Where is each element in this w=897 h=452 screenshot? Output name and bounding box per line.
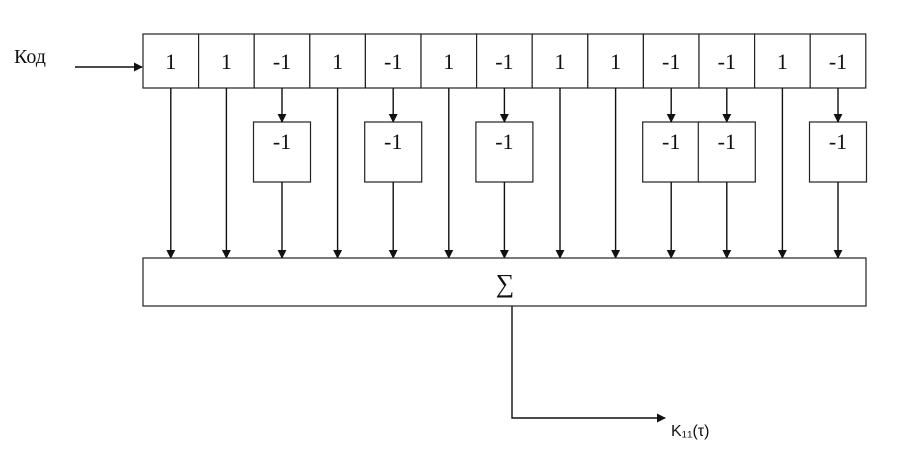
inverter-label: -1	[718, 129, 736, 154]
code-cell-value: -1	[718, 49, 736, 74]
inverter-label: -1	[662, 129, 680, 154]
code-cell-value: 1	[555, 49, 566, 74]
summation-block	[142, 257, 867, 307]
output-wire	[511, 306, 666, 423]
inverter-label: -1	[273, 129, 291, 154]
connection-wires	[166, 88, 843, 259]
input-label: Код	[14, 46, 46, 68]
code-register: 1 1 -1 1 -1 1 -1 1 1 -1 -1 1 -1	[142, 33, 867, 89]
code-cell-value: -1	[273, 49, 291, 74]
sum-symbol: ∑	[496, 269, 515, 298]
inverter-label: -1	[384, 129, 402, 154]
output-label: K₁₁(τ)	[671, 423, 709, 440]
code-cell-10	[642, 33, 700, 89]
inverter-blocks: -1 -1 -1 -1 -1 -1	[252, 121, 868, 183]
code-cell-value: 1	[777, 49, 788, 74]
inverter-block	[252, 121, 312, 183]
inverter-block	[808, 121, 868, 183]
code-cell-9	[587, 33, 644, 89]
code-cell-value: -1	[384, 49, 402, 74]
inverter-label: -1	[495, 129, 513, 154]
inverter-block	[642, 121, 701, 183]
code-cell-value: 1	[443, 49, 454, 74]
code-cell-value: -1	[829, 49, 847, 74]
inverter-block	[475, 121, 534, 183]
code-cell-value: -1	[662, 49, 680, 74]
code-cell-13	[809, 33, 867, 89]
code-cell-value: 1	[165, 49, 176, 74]
code-cell-6	[420, 33, 478, 89]
code-cell-11	[698, 33, 756, 89]
code-cell-value: 1	[610, 49, 621, 74]
inverter-block	[697, 121, 756, 183]
code-cell-value: 1	[221, 49, 232, 74]
code-cell-value: -1	[495, 49, 513, 74]
inverter-label: -1	[829, 129, 847, 154]
inverter-block	[364, 121, 423, 183]
code-cell-2	[198, 33, 255, 89]
code-cell-value: 1	[332, 49, 343, 74]
